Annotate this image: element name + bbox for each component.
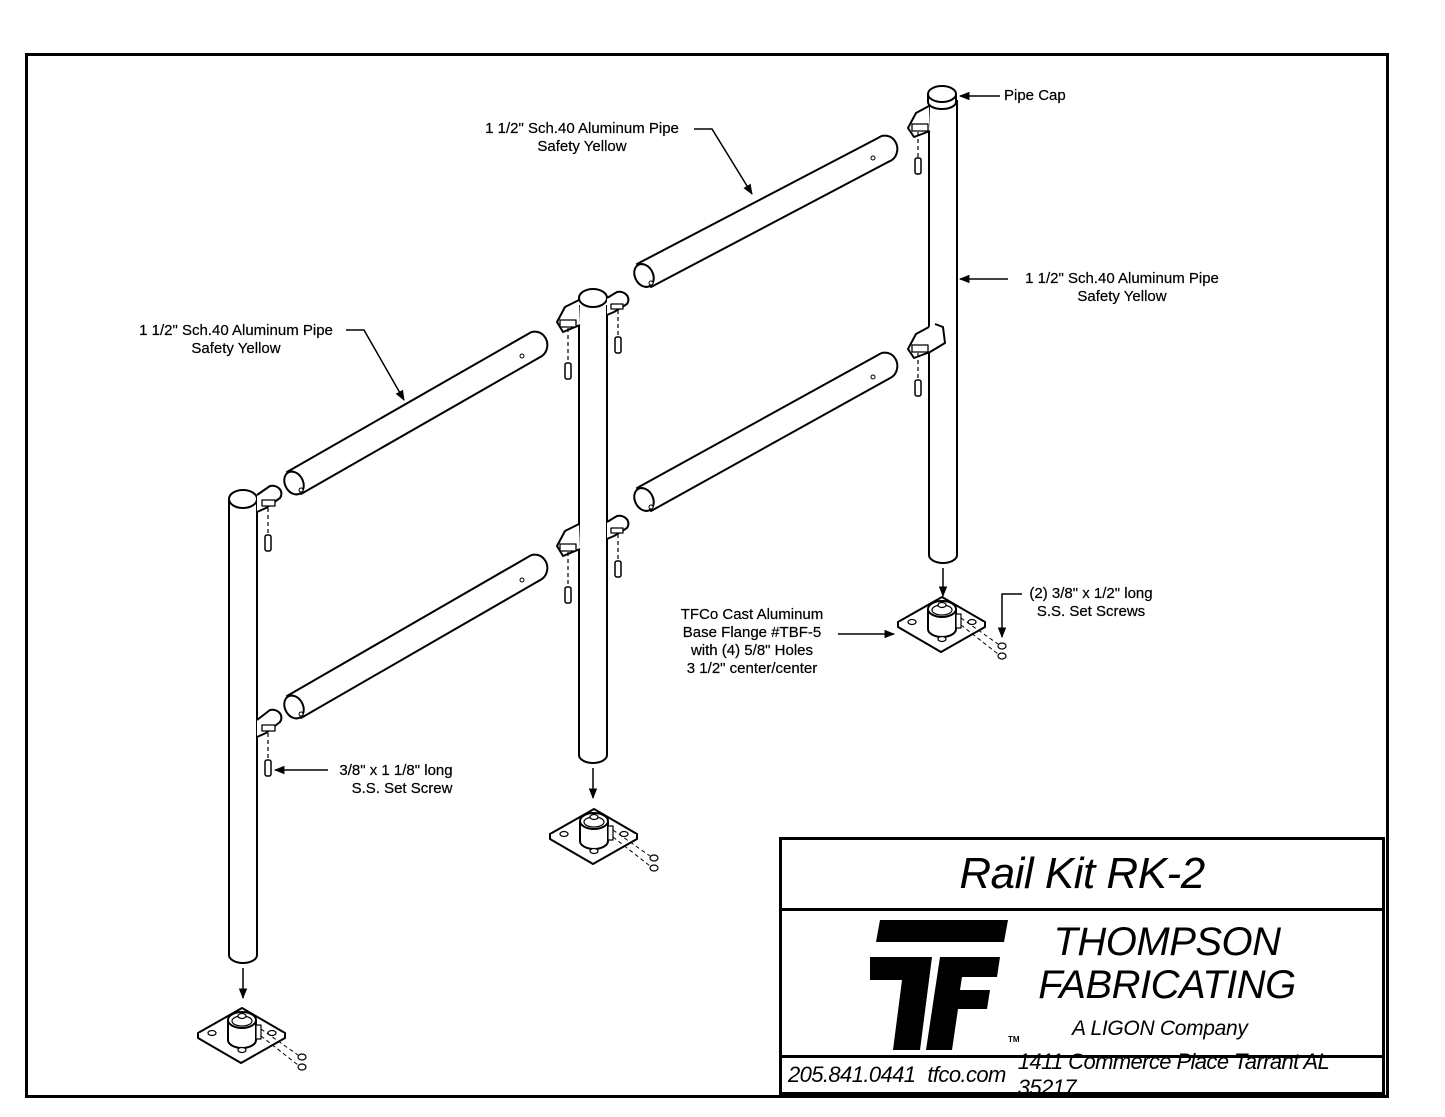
upper-rail-right [633, 134, 899, 288]
label-line: 1 1/2" Sch.40 Aluminum Pipe [1025, 270, 1219, 287]
label-pipe-cap-text: Pipe Cap [1004, 87, 1066, 104]
label-line: 3/8" x 1 1/8" long [339, 762, 453, 779]
upper-rail-left [283, 330, 549, 496]
label-line: Safety Yellow [537, 138, 627, 155]
label-line: Safety Yellow [1077, 288, 1167, 305]
label-fitting-screw: 3/8" x 1 1/8" long S.S. Set Screw [330, 762, 462, 798]
company-name-line2: FABRICATING [1038, 963, 1296, 1007]
label-pipe-cap: Pipe Cap [1004, 87, 1066, 105]
label-line: Safety Yellow [191, 340, 281, 357]
label-upper-rail-left: 1 1/2" Sch.40 Aluminum Pipe Safety Yello… [124, 322, 348, 358]
address: 1411 Commerce Place Tarrant AL 35217 [1017, 1049, 1330, 1100]
drawing-frame [25, 53, 1389, 1098]
base-flange-right [897, 596, 1007, 660]
company-subtitle: A LIGON Company [1072, 1017, 1248, 1040]
label-upper-rail-right: 1 1/2" Sch.40 Aluminum Pipe Safety Yello… [470, 120, 694, 156]
drawing-title: Rail Kit RK-2 [782, 840, 1382, 911]
label-line: 1 1/2" Sch.40 Aluminum Pipe [485, 120, 679, 137]
company-block: TM THOMPSON FABRICATING A LIGON Company [782, 911, 1382, 1058]
trademark: TM [1008, 1035, 1020, 1044]
label-line: 1 1/2" Sch.40 Aluminum Pipe [139, 322, 333, 339]
label-vertical-pipe: 1 1/2" Sch.40 Aluminum Pipe Safety Yello… [1010, 270, 1234, 306]
label-line: with (4) 5/8" Holes [690, 642, 814, 659]
company-name-line1: THOMPSON [1053, 920, 1281, 964]
label-line: S.S. Set Screw [351, 780, 453, 797]
post-right [907, 85, 958, 564]
company-name: THOMPSON FABRICATING [1037, 921, 1297, 1007]
label-line: 3 1/2" center/center [686, 660, 818, 677]
fitting-set-screws [264, 157, 922, 777]
base-flange-middle [549, 808, 659, 872]
lower-rail-right [633, 351, 899, 512]
label-line: Base Flange #TBF-5 [682, 624, 822, 641]
label-base-flange: TFCo Cast Aluminum Base Flange #TBF-5 wi… [672, 606, 832, 678]
label-flange-screws: (2) 3/8" x 1/2" long S.S. Set Screws [1026, 585, 1156, 621]
post-middle [556, 288, 630, 764]
lower-rail-left [283, 553, 549, 720]
label-line: TFCo Cast Aluminum [680, 606, 824, 623]
leader-lines [238, 91, 1022, 1000]
post-left [228, 484, 283, 964]
website: tfco.com [927, 1062, 1006, 1087]
contact-footer: 205.841.0441 tfco.com 1411 Commerce Plac… [782, 1049, 1382, 1100]
label-line: (2) 3/8" x 1/2" long [1029, 585, 1153, 602]
phone-number: 205.841.0441 [788, 1062, 916, 1087]
title-block: Rail Kit RK-2 TM THOMPSON FABRICATING A … [779, 837, 1385, 1100]
tf-logo-icon [870, 920, 1008, 1050]
label-line: S.S. Set Screws [1036, 603, 1146, 620]
base-flange-left [197, 1007, 307, 1071]
